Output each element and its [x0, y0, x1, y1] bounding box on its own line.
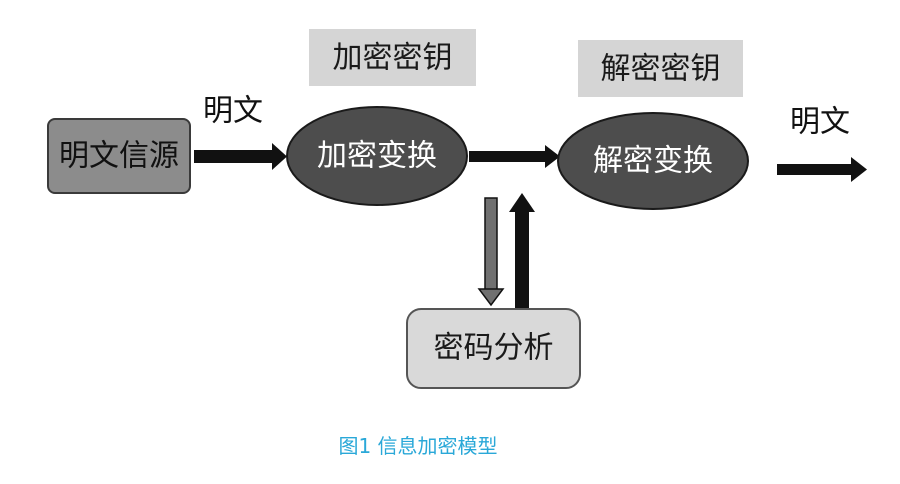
- encrypt-key-node: 加密密钥: [309, 29, 476, 86]
- encrypt-transform-node: 加密变换: [286, 106, 468, 206]
- arrow-up-from-analysis: [509, 193, 535, 310]
- figure-caption: 图1 信息加密模型: [338, 434, 497, 458]
- arrow-decrypt-to-output: [777, 157, 867, 182]
- plaintext-source-node: 明文信源: [47, 118, 191, 194]
- plaintext-out-label: 明文: [790, 105, 850, 140]
- arrow-source-to-encrypt: [194, 143, 287, 170]
- encrypt-key-label: 加密密钥: [333, 41, 453, 76]
- decrypt-key-node: 解密密钥: [578, 40, 743, 97]
- encrypt-transform-label: 加密变换: [317, 139, 437, 174]
- arrow-down-to-analysis: [477, 197, 505, 307]
- decrypt-transform-node: 解密变换: [557, 112, 749, 210]
- arrow-encrypt-to-decrypt: [469, 145, 560, 168]
- decrypt-key-label: 解密密钥: [601, 52, 721, 87]
- plaintext-in-label: 明文: [203, 94, 263, 129]
- cryptanalysis-label: 密码分析: [434, 331, 554, 366]
- plaintext-source-label: 明文信源: [59, 139, 179, 174]
- decrypt-transform-label: 解密变换: [593, 144, 713, 179]
- cryptanalysis-node: 密码分析: [406, 308, 581, 389]
